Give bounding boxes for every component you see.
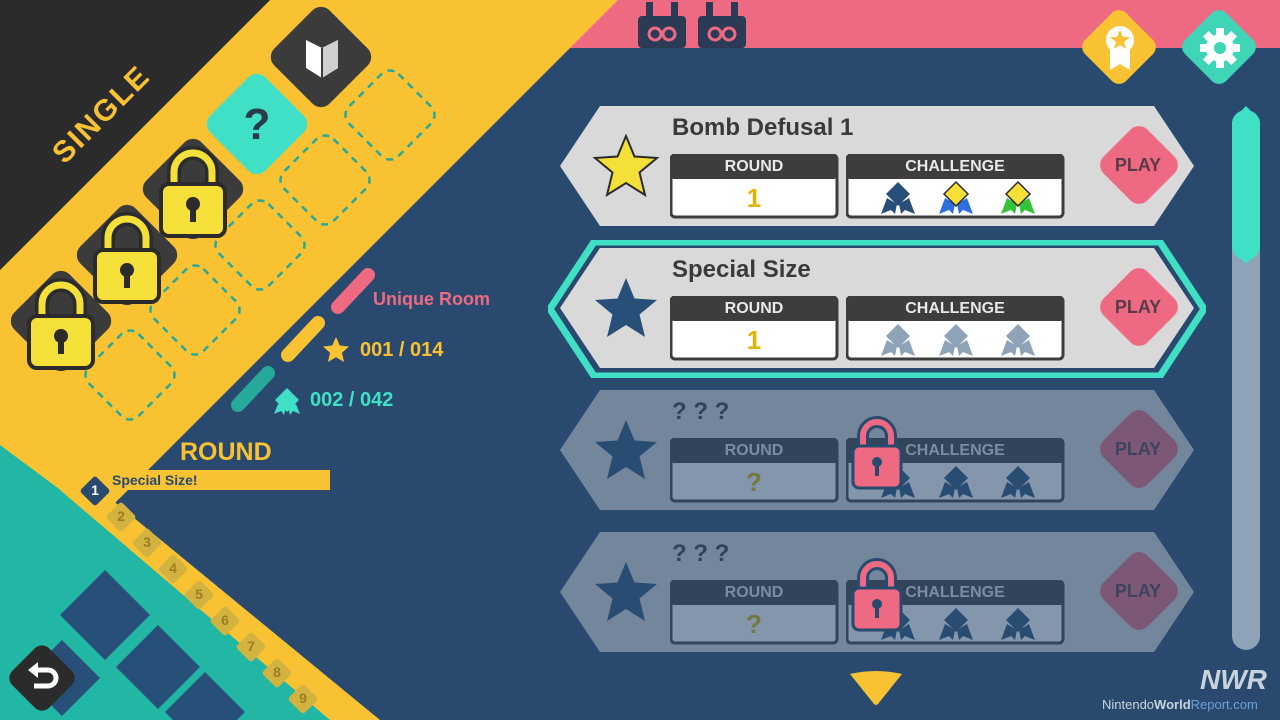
- play-label: PLAY: [1114, 581, 1162, 601]
- rosette-icon: [881, 324, 915, 356]
- watermark-site-c: Report: [1190, 697, 1230, 712]
- round-box: [670, 580, 839, 645]
- round-selected-label: Special Size!: [112, 472, 198, 488]
- round-number-5-text: 5: [195, 586, 203, 602]
- stage-card-locked[interactable]: ? ? ? ROUND ? CHALLENGE PLAY: [560, 532, 1194, 652]
- round-label: ROUND: [724, 584, 784, 601]
- round-value: ?: [746, 467, 762, 497]
- plug-icon: [698, 2, 746, 48]
- challenge-label: CHALLENGE: [905, 442, 1005, 459]
- medal-blue-icon: [939, 180, 973, 214]
- round-number-4-text: 4: [169, 560, 177, 576]
- rosette-icon: [939, 466, 973, 498]
- stage-card-selected[interactable]: Special Size ROUND 1 CHALLENGE PLAY: [560, 248, 1194, 368]
- plug-icon: [638, 2, 686, 48]
- gear-icon: [1200, 28, 1240, 68]
- navy-star-icon: [595, 562, 657, 621]
- challenge-label: CHALLENGE: [905, 300, 1005, 317]
- beginner-leaf-icon: [306, 40, 338, 78]
- stage-title: Special Size: [672, 256, 811, 283]
- selection-highlight: [548, 240, 1206, 378]
- question-mark-icon: ?: [243, 100, 271, 149]
- watermark-site-a: Nintendo: [1102, 697, 1155, 712]
- watermark-site-b: World: [1154, 697, 1191, 712]
- round-box: [670, 296, 839, 361]
- rosette-icon: [881, 182, 915, 214]
- medal-icon: [1106, 26, 1134, 70]
- rosette-icon: [1001, 608, 1035, 640]
- round-label: ROUND: [724, 442, 784, 459]
- round-heading: ROUND: [180, 438, 272, 466]
- rosette-icon: [1001, 466, 1035, 498]
- challenge-count: 002 / 042: [310, 389, 394, 411]
- back-arrow-icon: [28, 662, 59, 689]
- watermark-brand: NWR: [1200, 664, 1267, 695]
- rosette-icon: [939, 608, 973, 640]
- gold-star-icon: [592, 134, 660, 198]
- round-value: 1: [746, 183, 762, 213]
- stage-card-locked[interactable]: ? ? ? ROUND ? CHALLENGE PLAY: [560, 390, 1194, 510]
- round-value: ?: [746, 609, 762, 639]
- round-box: [670, 154, 839, 219]
- round-number-3-text: 3: [143, 534, 151, 550]
- round-label: ROUND: [724, 300, 784, 317]
- padlock-icon: [93, 212, 161, 304]
- stage-title: ? ? ?: [672, 540, 730, 567]
- round-box: [670, 438, 839, 503]
- unique-room-label: Unique Room: [373, 289, 490, 309]
- round-label: ROUND: [724, 158, 784, 175]
- challenge-label: CHALLENGE: [905, 158, 1005, 175]
- play-label: PLAY: [1114, 155, 1162, 175]
- stage-title: Bomb Defusal 1: [672, 114, 854, 141]
- star-icon: [323, 337, 349, 362]
- rosette-icon: [1001, 324, 1035, 356]
- navy-star-icon: [595, 420, 657, 479]
- medal-green-icon: [1001, 180, 1035, 214]
- round-number-7-text: 7: [247, 638, 255, 654]
- scroll-down-arrow-icon[interactable]: [846, 668, 906, 708]
- watermark-site: NintendoWorldReport.com: [1102, 697, 1258, 712]
- round-number-8-text: 8: [273, 664, 281, 680]
- round-number-selected-text: 1: [91, 482, 99, 498]
- padlock-pink-icon: [851, 416, 903, 490]
- padlock-icon: [159, 146, 227, 238]
- round-number-2-text: 2: [117, 508, 125, 524]
- rosette-icon: [939, 324, 973, 356]
- stage-title: ? ? ?: [672, 398, 730, 425]
- padlock-pink-icon: [851, 558, 903, 632]
- round-value: 1: [746, 325, 762, 355]
- watermark-site-d: .com: [1229, 697, 1258, 712]
- star-count: 001 / 014: [360, 339, 444, 361]
- play-label: PLAY: [1114, 439, 1162, 459]
- challenge-label: CHALLENGE: [905, 584, 1005, 601]
- padlock-icon: [27, 278, 95, 370]
- play-label: PLAY: [1114, 297, 1162, 317]
- navy-star-icon: [595, 278, 657, 337]
- round-number-6-text: 6: [221, 612, 229, 628]
- challenge-rosette-icon: [274, 388, 300, 415]
- round-number-9-text: 9: [299, 690, 307, 706]
- stage-card[interactable]: Bomb Defusal 1 ROUND 1 CHALLENGE PLAY: [560, 106, 1194, 226]
